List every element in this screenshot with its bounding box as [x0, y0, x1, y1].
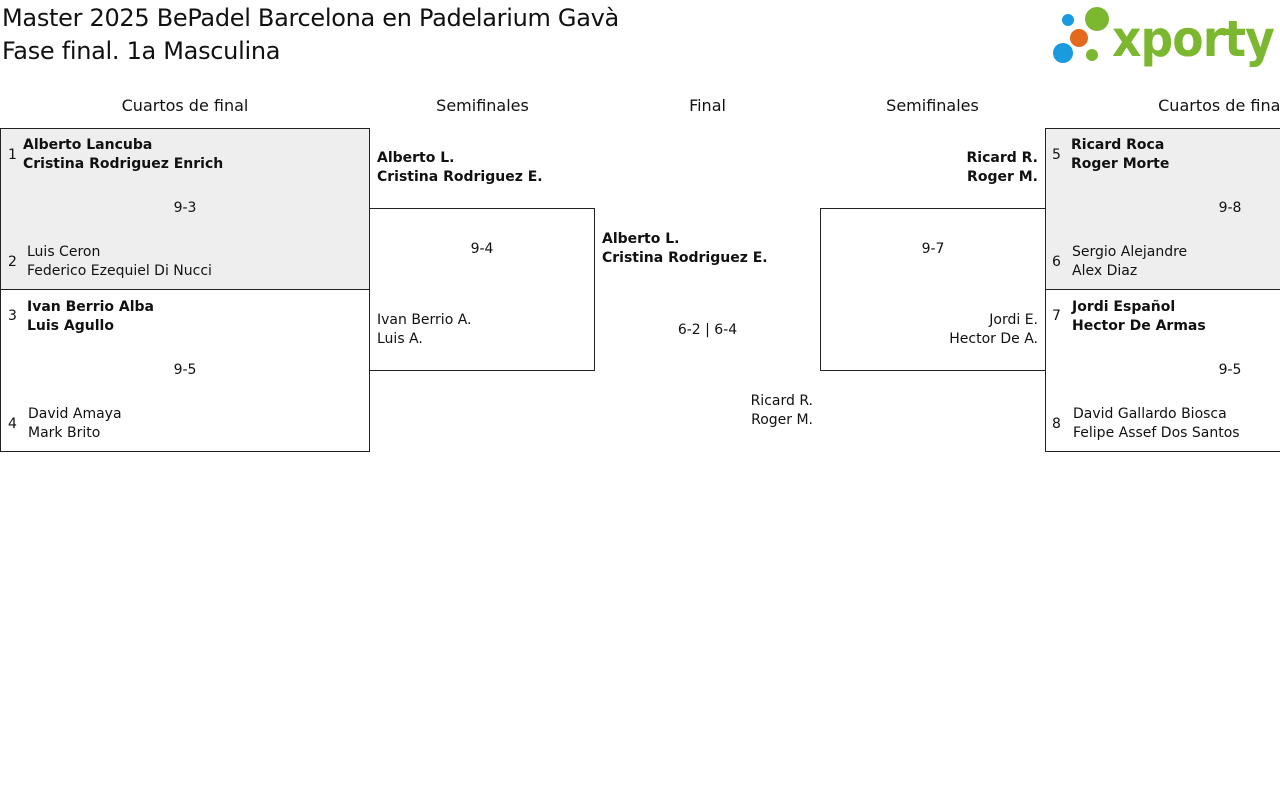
player-name: Ricard Roca: [1071, 137, 1165, 153]
player-name: Jordi Español: [1072, 299, 1176, 315]
team-winner: Ivan Berrio Alba Luis Agullo: [27, 298, 154, 336]
player-name: Cristina Rodriguez E.: [377, 169, 543, 185]
seed-number: 1: [8, 147, 17, 163]
player-name: Roger Morte: [1071, 156, 1170, 172]
player-name: Luis Ceron: [27, 244, 101, 260]
logo-dot-green-small: [1086, 49, 1098, 61]
player-name: Alex Diaz: [1072, 263, 1138, 279]
player-name: Alberto L.: [602, 231, 680, 247]
match-right-qf-1[interactable]: [1045, 128, 1280, 290]
team-loser: David Gallardo Biosca Felipe Assef Dos S…: [1073, 405, 1240, 443]
seed-number: 4: [8, 416, 17, 432]
team-winner: Alberto L. Cristina Rodriguez E.: [377, 149, 543, 187]
page-title: Master 2025 BePadel Barcelona en Padelar…: [2, 2, 619, 68]
player-name: Roger M.: [751, 412, 813, 428]
team-loser: Jordi E. Hector De A.: [826, 311, 1038, 349]
player-name: Luis Agullo: [27, 318, 114, 334]
logo-dot-blue-large: [1053, 43, 1073, 63]
player-name: Ricard R.: [966, 150, 1038, 166]
tournament-title: Master 2025 BePadel Barcelona en Padelar…: [2, 4, 619, 32]
round-header-left-sf: Semifinales: [436, 96, 529, 115]
match-score: 9-3: [173, 200, 197, 216]
team-loser: Ivan Berrio A. Luis A.: [377, 311, 472, 349]
match-right-qf-2[interactable]: [1045, 289, 1280, 452]
player-name: David Gallardo Biosca: [1073, 406, 1227, 422]
player-name: Cristina Rodriguez Enrich: [23, 156, 224, 172]
seed-number: 2: [8, 254, 17, 270]
player-name: Ricard R.: [750, 393, 813, 409]
round-header-left-qf: Cuartos de final: [121, 96, 249, 115]
team-loser: Luis Ceron Federico Ezequiel Di Nucci: [27, 243, 212, 281]
player-name: David Amaya: [28, 406, 122, 422]
match-score: 9-5: [1218, 362, 1242, 378]
team-champion: Alberto L. Cristina Rodriguez E.: [602, 230, 768, 268]
round-header-right-qf: Cuartos de final: [1158, 96, 1280, 115]
player-name: Luis A.: [377, 331, 423, 347]
match-left-qf-1[interactable]: [0, 128, 370, 290]
player-name: Alberto Lancuba: [23, 137, 153, 153]
seed-number: 5: [1052, 147, 1061, 163]
player-name: Federico Ezequiel Di Nucci: [27, 263, 212, 279]
phase-title: Fase final. 1a Masculina: [2, 37, 281, 65]
player-name: Sergio Alejandre: [1072, 244, 1188, 260]
round-header-right-sf: Semifinales: [886, 96, 979, 115]
match-left-sf[interactable]: [369, 208, 595, 371]
player-name: Hector De Armas: [1072, 318, 1206, 334]
team-winner: Ricard Roca Roger Morte: [1071, 136, 1169, 174]
team-winner: Jordi Español Hector De Armas: [1072, 298, 1206, 336]
round-header-final: Final: [689, 96, 726, 115]
player-name: Ivan Berrio Alba: [27, 299, 154, 315]
player-name: Felipe Assef Dos Santos: [1073, 425, 1240, 441]
team-runner-up: Ricard R. Roger M.: [600, 392, 813, 430]
seed-number: 3: [8, 308, 17, 324]
player-name: Alberto L.: [377, 150, 455, 166]
seed-number: 6: [1052, 254, 1061, 270]
team-loser: Sergio Alejandre Alex Diaz: [1072, 243, 1187, 281]
player-name: Hector De A.: [949, 331, 1038, 347]
team-winner: Alberto Lancuba Cristina Rodriguez Enric…: [23, 136, 223, 174]
team-loser: David Amaya Mark Brito: [28, 405, 122, 443]
player-name: Jordi E.: [989, 312, 1038, 328]
player-name: Ivan Berrio A.: [377, 312, 472, 328]
xporty-logo: xporty: [1050, 4, 1280, 68]
match-score: 9-7: [921, 241, 945, 257]
match-score: 9-5: [173, 362, 197, 378]
logo-dot-green-large: [1085, 7, 1109, 31]
player-name: Cristina Rodriguez E.: [602, 250, 768, 266]
logo-dot-blue-small: [1062, 14, 1074, 26]
match-score: 9-4: [470, 241, 494, 257]
player-name: Roger M.: [967, 169, 1038, 185]
final-score: 6-2 | 6-4: [677, 322, 738, 338]
logo-dot-orange: [1070, 29, 1088, 47]
seed-number: 7: [1052, 308, 1061, 324]
match-score: 9-8: [1218, 200, 1242, 216]
player-name: Mark Brito: [28, 425, 101, 441]
logo-wordmark: xporty: [1112, 10, 1274, 68]
team-winner: Ricard R. Roger M.: [826, 149, 1038, 187]
seed-number: 8: [1052, 416, 1061, 432]
